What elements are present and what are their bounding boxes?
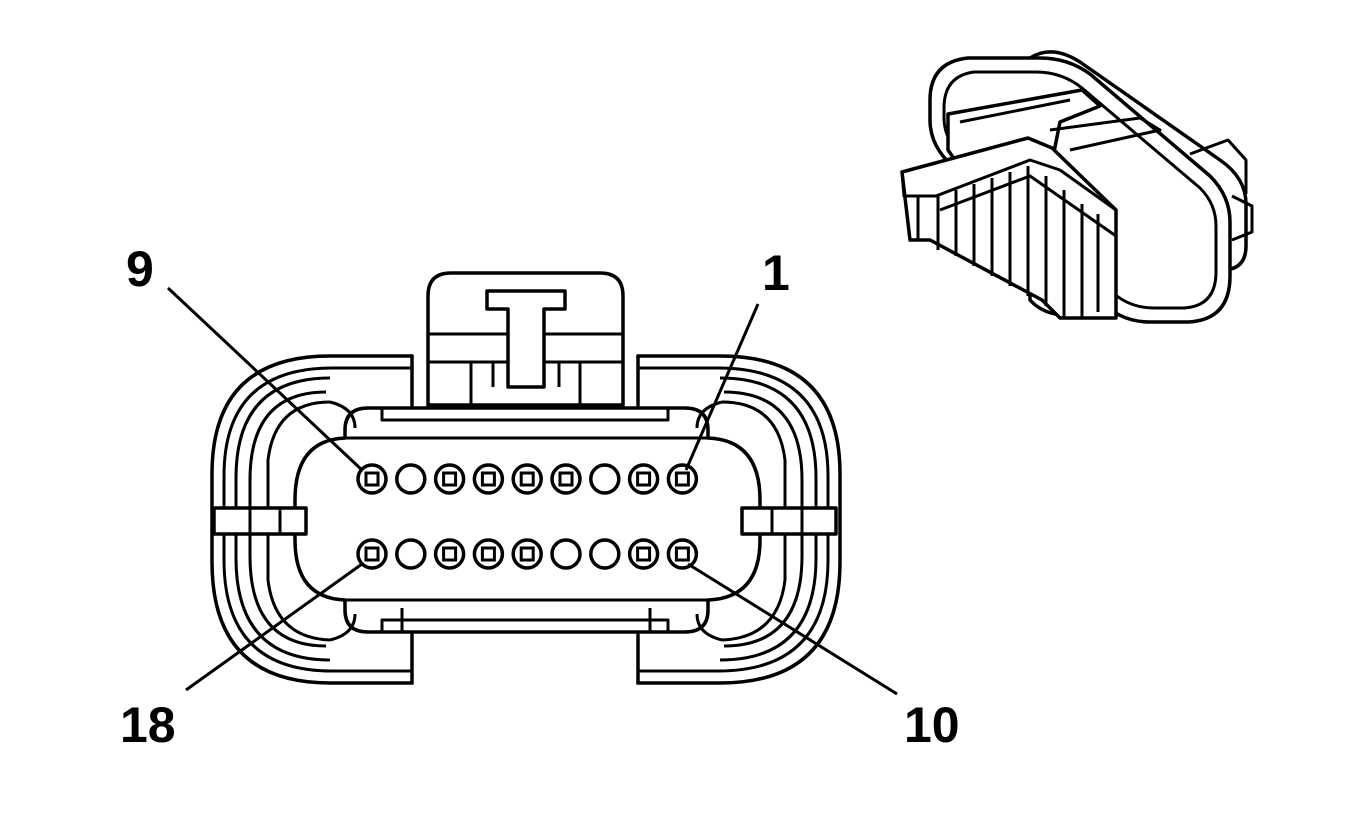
cavity-row-top [356, 463, 699, 495]
connector-isometric-view [900, 50, 1254, 324]
pin-label-1: 1 [762, 245, 790, 301]
leader-line-pin-10 [687, 562, 898, 696]
connector-face-view: 9 1 18 10 [120, 241, 960, 753]
top-row-terminal-8 [636, 471, 652, 487]
latch-tab [426, 271, 625, 407]
leader-line-pin-1 [684, 303, 760, 471]
top-row-terminal-3 [442, 471, 458, 487]
top-row-cavity-2 [395, 463, 427, 495]
bottom-row-terminal-5 [519, 546, 535, 562]
top-row-terminal-1 [364, 471, 380, 487]
pin-label-9: 9 [126, 241, 154, 297]
bottom-row-terminal-9 [674, 546, 690, 562]
bottom-row-terminal-4 [480, 546, 496, 562]
side-key-right [740, 506, 838, 536]
bottom-row-terminal-3 [442, 546, 458, 562]
side-key-left [212, 506, 308, 536]
leader-line-pin-9 [166, 286, 364, 472]
top-row-terminal-9 [674, 471, 690, 487]
bottom-row-terminal-1 [364, 546, 380, 562]
pin-label-18: 18 [120, 697, 176, 753]
top-row-terminal-4 [480, 471, 496, 487]
top-row-cavity-7 [589, 463, 621, 495]
leader-line-pin-18 [185, 562, 363, 692]
bottom-row-cavity-7 [589, 538, 621, 570]
bottom-row-cavity-6 [550, 538, 582, 570]
bottom-row-terminal-8 [636, 546, 652, 562]
top-row-terminal-6 [558, 471, 574, 487]
cavity-row-bottom [356, 538, 699, 570]
top-row-terminal-5 [519, 471, 535, 487]
pin-label-10: 10 [904, 697, 960, 753]
bottom-row-cavity-2 [395, 538, 427, 570]
cavity-body [266, 400, 787, 642]
